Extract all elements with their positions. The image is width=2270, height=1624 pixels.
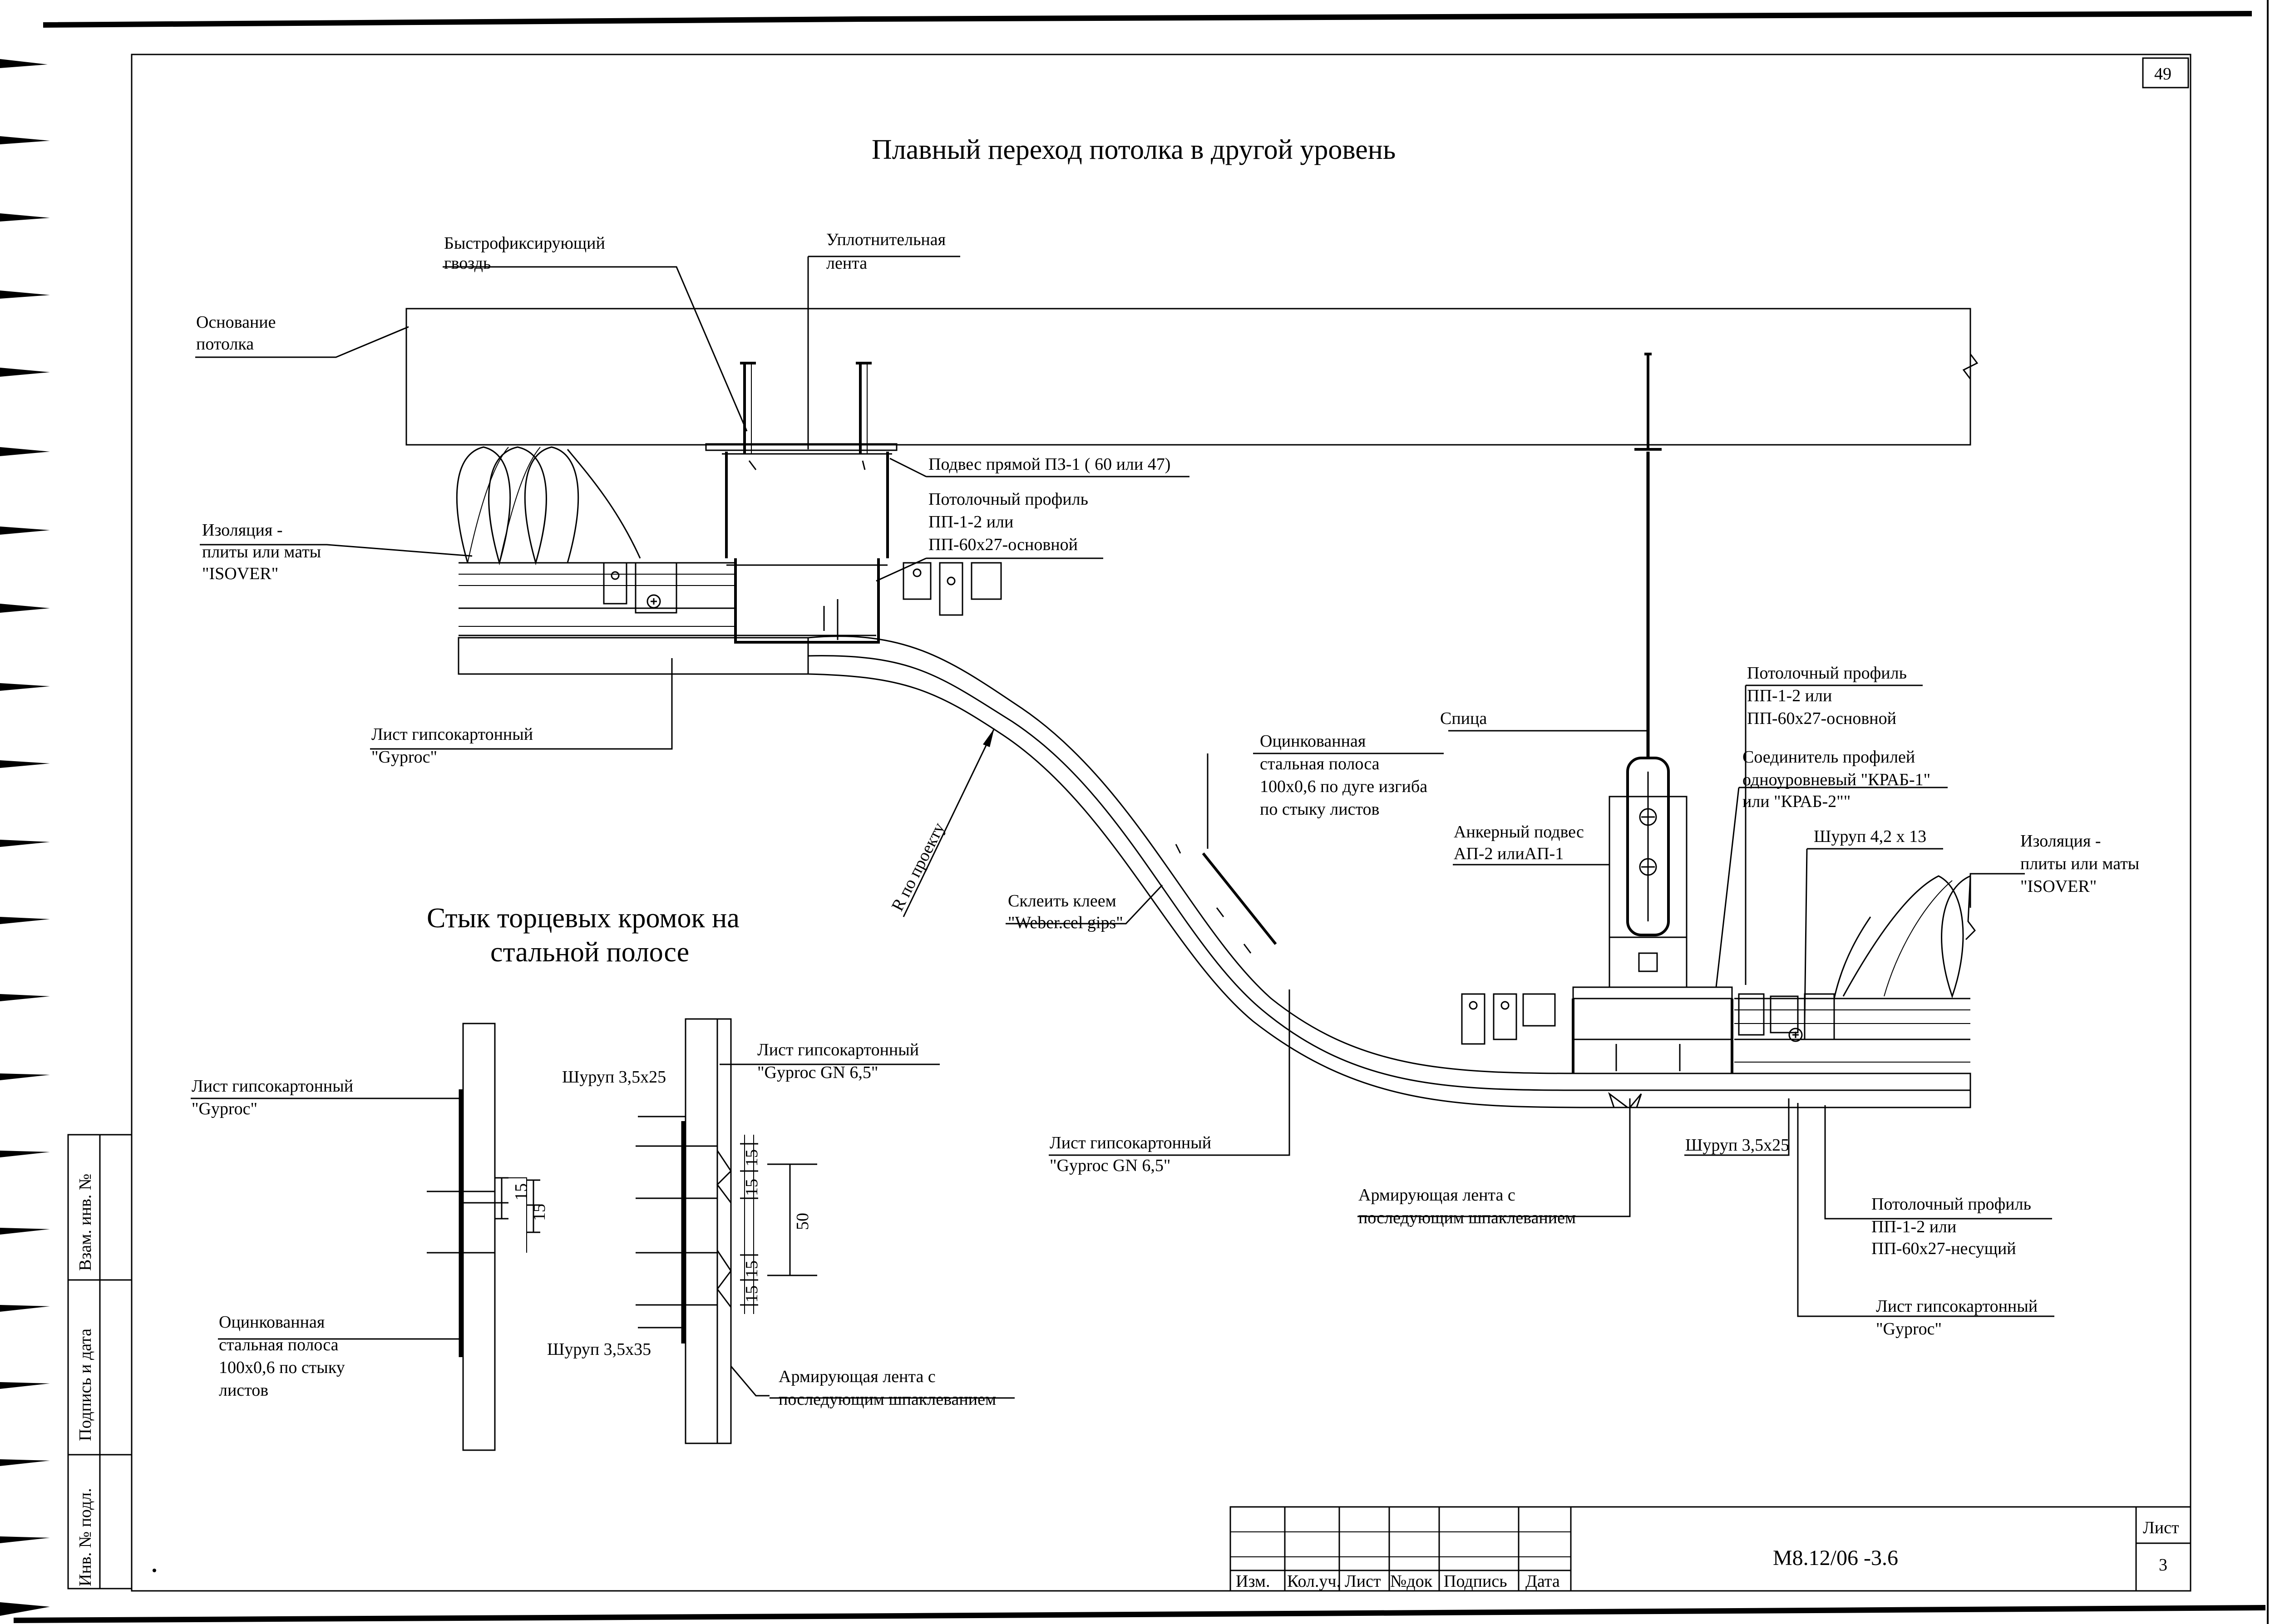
label-profile-top: Потолочный профиль ПП-1-2 или ПП-60х27-о… [928, 490, 1092, 554]
dim-15-right-b: 15 [742, 1179, 761, 1196]
tb-col-change: Изм. [1236, 1572, 1270, 1591]
stamp-signature-date: Подпись и дата [76, 1329, 95, 1441]
dim-50: 50 [793, 1213, 812, 1230]
tb-document-code: М8.12/06 -3.6 [1773, 1546, 1898, 1570]
section-title: Стык торцевых кромок на стальной полосе [427, 903, 746, 968]
label-reinforce-right: Армирующая лента с последующим шпаклеван… [1358, 1186, 1576, 1227]
label-screw-42: Шуруп 4,2 х 13 [1814, 827, 1926, 846]
stamp-replace-inv: Взам. инв. № [76, 1174, 95, 1271]
label-galv-strip-arc: Оцинкованная стальная полоса 100х0,6 по … [1260, 732, 1432, 819]
detail-label-reinforce: Армирующая лента с последующим шпаклеван… [779, 1367, 996, 1409]
profile-stubs-right [1461, 993, 1970, 1063]
label-gypsum-gn-arc: Лист гипсокартонный "Gyproc GN 6,5" [1050, 1133, 1216, 1175]
direct-hanger-left [705, 362, 898, 644]
label-insulation-left: Изоляция - плиты или маты "ISOVER" [202, 521, 326, 583]
spoke-rod [1634, 353, 1662, 758]
title-block [1229, 1506, 2191, 1592]
detail-label-gypsum-left: Лист гипсокартонный "Gyproc" [192, 1077, 358, 1118]
joint-detail-right [636, 1018, 817, 1444]
detail-leaders [191, 1063, 1015, 1399]
label-insulation-right: Изоляция - плиты или маты "ISOVER" [2020, 832, 2144, 896]
label-base: Основание потолка [196, 313, 280, 354]
label-glue: Склеить клеем "Weber.cel gips" [1008, 891, 1123, 932]
label-profile-bearing: Потолочный профиль ПП-1-2 или ПП-60х27-н… [1871, 1195, 2035, 1258]
label-gypsum-gyproc-2: Лист гипсокартонный "Gyproc" [1876, 1297, 2042, 1339]
label-connector: Соединитель профилей одноуровневый "КРАБ… [1742, 748, 1935, 811]
joint-detail-left [427, 1023, 540, 1451]
detail-label-screw-35: Шуруп 3,5х35 [547, 1340, 651, 1359]
tb-sheet-number: 3 [2159, 1555, 2167, 1575]
anchor-hanger [1609, 757, 1688, 987]
detail-label-screw-25: Шуруп 3,5х25 [562, 1068, 666, 1087]
dim-15-left-a: 15 [512, 1183, 531, 1201]
dim-15-left-b: 15 [530, 1204, 549, 1221]
tb-col-doc: №док [1390, 1572, 1433, 1591]
page-title: Плавный переход потолка в другой уровень [872, 134, 1396, 165]
dim-15-right-d: 15 [742, 1285, 761, 1303]
detail-label-strip: Оцинкованная стальная полоса 100х0,6 по … [219, 1313, 349, 1400]
stamp-original-inv: Инв. № подл. [76, 1488, 95, 1586]
page-number-box [2142, 57, 2189, 89]
profile-stubs-left [603, 562, 1002, 616]
sheet-top-edge [43, 11, 2252, 28]
leaders [195, 256, 2054, 1317]
insulation-right [1833, 875, 1976, 999]
dot-mark [153, 1569, 156, 1572]
detail-label-gypsum-gn: Лист гипсокартонный "Gyproc GN 6,5" [757, 1040, 923, 1082]
page-number: 49 [2154, 64, 2171, 84]
profile-right [1572, 986, 1733, 1073]
binding-marks [0, 59, 50, 1616]
drawing-frame [131, 54, 2191, 1592]
label-screw-35-right: Шуруп 3,5х25 [1685, 1136, 1789, 1155]
dim-15-right-a: 15 [742, 1149, 761, 1166]
label-spoke: Спица [1440, 709, 1487, 728]
tb-sheet-label: Лист [2143, 1518, 2179, 1537]
side-stamp [67, 1134, 133, 1590]
curved-gypsum-boards [807, 635, 1971, 1108]
sheet-bottom-edge [13, 1605, 2266, 1623]
label-gypsum-gyproc-1: Лист гипсокартонный "Gyproc" [371, 725, 538, 767]
dim-15-right-c: 15 [742, 1260, 761, 1278]
label-anchor: Анкерный подвес АП-2 илиАП-1 [1454, 822, 1588, 863]
label-profile-right-top: Потолочный профиль ПП-1-2 или ПП-60х27-о… [1747, 664, 1911, 728]
ceiling-base-slab [405, 308, 1979, 446]
insulation-left [456, 446, 735, 636]
radius-arrow [903, 728, 995, 917]
tb-col-date: Дата [1525, 1572, 1560, 1591]
label-nail: Быстрофиксирующий гвоздь [444, 234, 609, 273]
radius-label: R по проекту [888, 820, 949, 914]
tb-col-sheet: Лист [1345, 1572, 1381, 1591]
label-seal-tape: Уплотнительная лента [826, 230, 950, 273]
tb-col-signature: Подпись [1444, 1572, 1507, 1591]
tb-col-count: Кол.уч. [1287, 1572, 1341, 1591]
label-hanger-direct: Подвес прямой ПЗ-1 ( 60 или 47) [928, 455, 1170, 474]
